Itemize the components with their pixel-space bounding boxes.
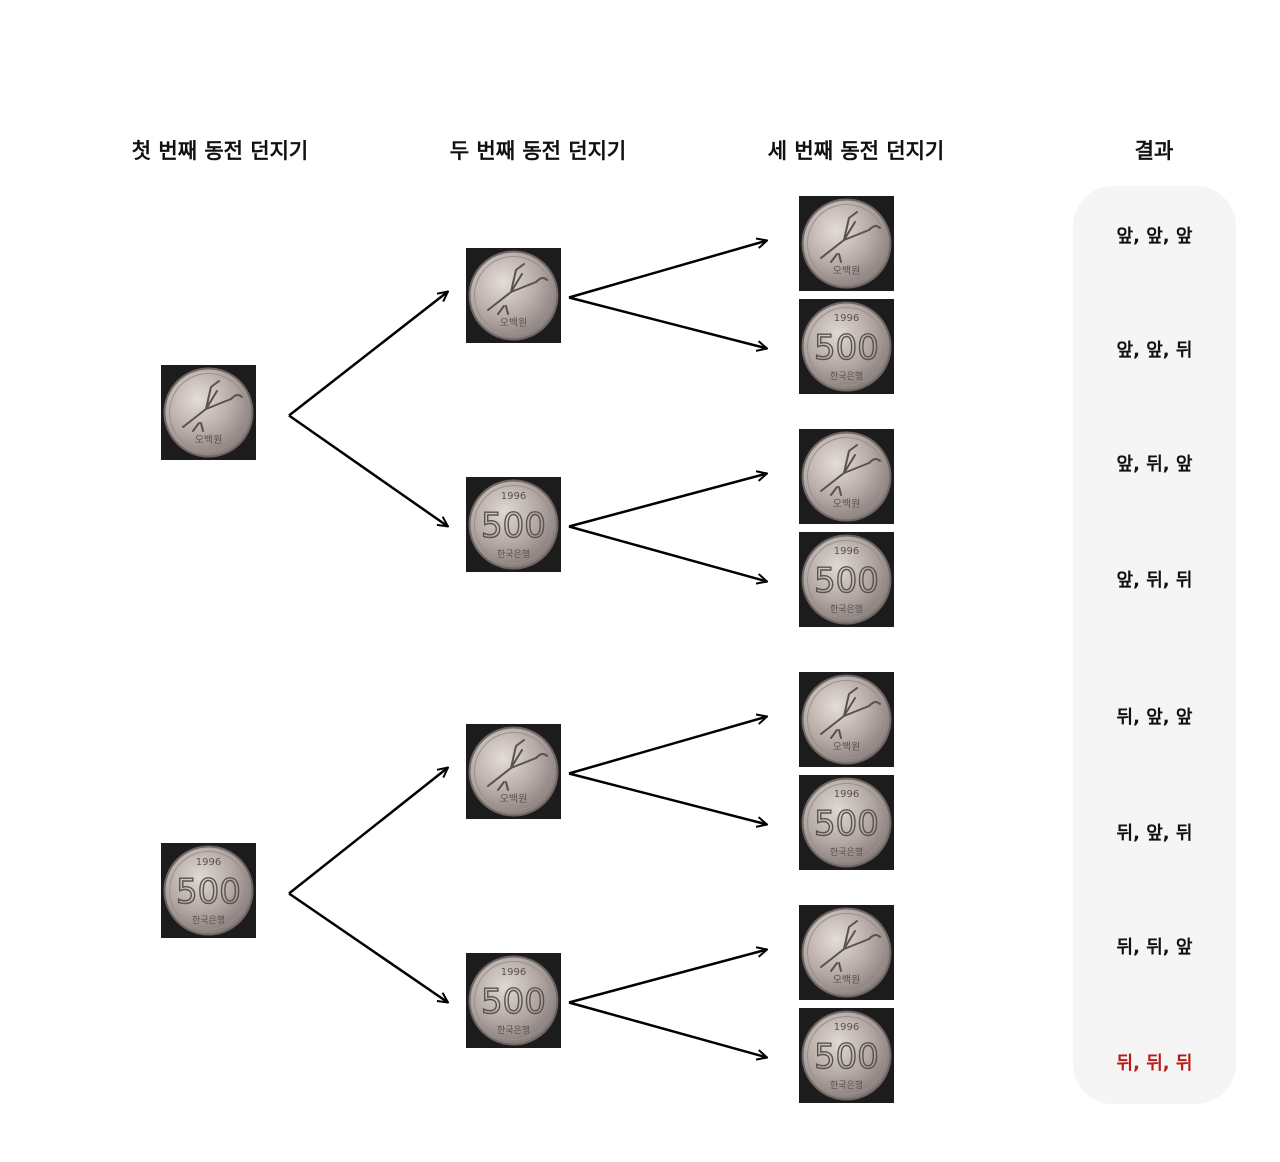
second-toss-coin-front-3: 오백원 (466, 724, 561, 819)
svg-text:오백원: 오백원 (195, 434, 223, 446)
header-third-toss: 세 번째 동전 던지기 (767, 139, 945, 163)
svg-text:1996: 1996 (834, 313, 859, 324)
svg-text:한국은행: 한국은행 (192, 914, 225, 926)
crane-icon (820, 211, 881, 263)
arrow-first-to-second-3 (288, 768, 448, 895)
results-panel (1073, 186, 1236, 1104)
arrow-second-to-third-2 (568, 296, 767, 349)
header-second-toss: 두 번째 동전 던지기 (449, 139, 627, 163)
crane-icon (182, 380, 243, 432)
result-item: 뒤, 앞, 앞 (1116, 707, 1193, 728)
result-highlighted: 뒤, 뒤, 뒤 (1116, 1053, 1193, 1074)
crane-icon (820, 687, 881, 739)
svg-text:1996: 1996 (196, 857, 221, 868)
third-toss-coin-front-5: 오백원 (799, 672, 894, 767)
first-toss-coin-front-1: 오백원 (161, 365, 256, 460)
result-item: 뒤, 뒤, 앞 (1116, 937, 1193, 958)
svg-text:한국은행: 한국은행 (497, 1024, 530, 1036)
svg-text:한국은행: 한국은행 (830, 370, 863, 382)
svg-text:500: 500 (481, 506, 546, 546)
svg-text:오백원: 오백원 (833, 741, 861, 753)
third-toss-coin-back-6: 1996 500 한국은행 (799, 775, 894, 870)
result-item: 앞, 앞, 앞 (1116, 226, 1193, 247)
svg-text:1996: 1996 (501, 967, 526, 978)
svg-text:500: 500 (814, 561, 879, 601)
svg-text:1996: 1996 (834, 1022, 859, 1033)
svg-text:1996: 1996 (834, 789, 859, 800)
svg-text:1996: 1996 (834, 546, 859, 557)
arrow-second-to-third-3 (568, 474, 767, 528)
svg-text:오백원: 오백원 (833, 974, 861, 986)
third-toss-coin-back-4: 1996 500 한국은행 (799, 532, 894, 627)
result-item: 앞, 뒤, 앞 (1116, 454, 1193, 475)
crane-icon (487, 263, 548, 315)
svg-text:1996: 1996 (501, 491, 526, 502)
arrow-second-to-third-5 (568, 717, 767, 775)
arrow-second-to-third-1 (568, 241, 767, 299)
second-toss-coin-back-2: 1996 500 한국은행 (466, 477, 561, 572)
arrow-first-to-second-2 (288, 414, 448, 527)
svg-text:500: 500 (814, 328, 879, 368)
svg-text:500: 500 (176, 872, 241, 912)
first-toss-coin-back-2: 1996 500 한국은행 (161, 843, 256, 938)
third-toss-coin-front-1: 오백원 (799, 196, 894, 291)
svg-text:한국은행: 한국은행 (830, 603, 863, 615)
arrow-second-to-third-8 (568, 1001, 767, 1058)
arrow-second-to-third-7 (568, 950, 767, 1004)
result-item: 앞, 뒤, 뒤 (1116, 570, 1193, 591)
crane-icon (487, 739, 548, 791)
third-toss-coin-back-2: 1996 500 한국은행 (799, 299, 894, 394)
crane-icon (820, 444, 881, 496)
third-toss-coin-back-8: 1996 500 한국은행 (799, 1008, 894, 1103)
arrow-second-to-third-6 (568, 772, 767, 825)
arrow-first-to-second-1 (288, 292, 448, 417)
second-toss-coin-front-1: 오백원 (466, 248, 561, 343)
svg-text:한국은행: 한국은행 (497, 548, 530, 560)
svg-text:한국은행: 한국은행 (830, 1079, 863, 1091)
svg-text:한국은행: 한국은행 (830, 846, 863, 858)
svg-text:500: 500 (481, 982, 546, 1022)
svg-text:500: 500 (814, 1037, 879, 1077)
svg-text:오백원: 오백원 (500, 317, 528, 329)
arrow-second-to-third-4 (568, 525, 767, 582)
svg-text:오백원: 오백원 (833, 265, 861, 277)
svg-text:오백원: 오백원 (500, 793, 528, 805)
arrow-first-to-second-4 (288, 892, 448, 1003)
result-item: 앞, 앞, 뒤 (1116, 340, 1193, 361)
second-toss-coin-back-4: 1996 500 한국은행 (466, 953, 561, 1048)
header-result: 결과 (1134, 139, 1174, 163)
crane-icon (820, 920, 881, 972)
third-toss-coin-front-7: 오백원 (799, 905, 894, 1000)
svg-text:오백원: 오백원 (833, 498, 861, 510)
header-first-toss: 첫 번째 동전 던지기 (131, 139, 309, 163)
svg-text:500: 500 (814, 804, 879, 844)
result-item: 뒤, 앞, 뒤 (1116, 823, 1193, 844)
third-toss-coin-front-3: 오백원 (799, 429, 894, 524)
